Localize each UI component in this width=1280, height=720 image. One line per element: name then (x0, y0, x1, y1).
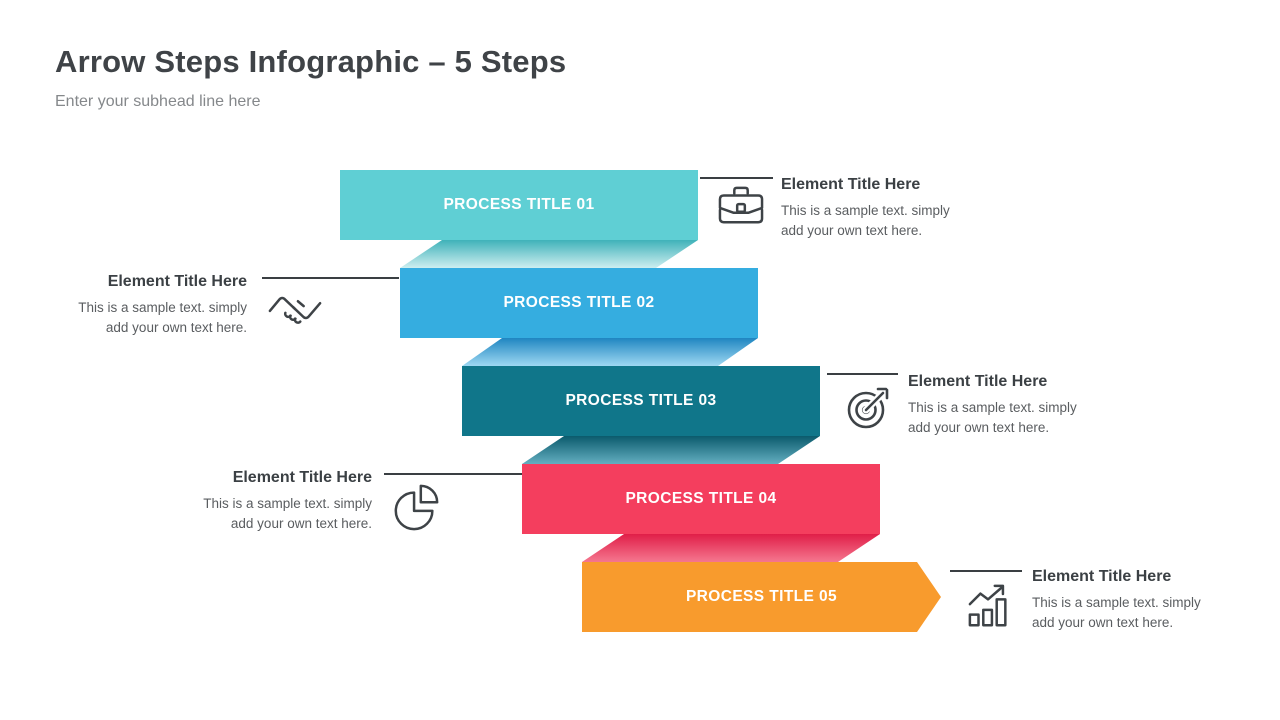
fold-ribbon-4 (582, 534, 880, 562)
fold-ribbon-2 (462, 338, 758, 366)
annotation-body: This is a sample text. simply add your o… (781, 201, 991, 241)
briefcase-icon (715, 184, 767, 233)
process-bar-3: PROCESS TITLE 03 (462, 366, 820, 436)
annotation-body-line1: This is a sample text. simply (1032, 595, 1201, 610)
process-bar-4-label: PROCESS TITLE 04 (625, 490, 777, 507)
connector-line-1 (700, 177, 773, 179)
annotation-body: This is a sample text. simply add your o… (165, 494, 372, 534)
process-bar-4: PROCESS TITLE 04 (522, 464, 880, 534)
fold-ribbon-3 (522, 436, 820, 464)
step-annotation-3: Element Title Here This is a sample text… (820, 366, 1100, 456)
process-bar-1-label: PROCESS TITLE 01 (443, 196, 595, 213)
annotation-title: Element Title Here (1032, 568, 1172, 585)
annotation-title: Element Title Here (908, 373, 1048, 390)
annotation-body: This is a sample text. simply add your o… (1032, 593, 1242, 633)
handshake-icon (266, 286, 324, 337)
annotation-body-line2: add your own text here. (230, 516, 372, 531)
annotation-body-line2: add your own text here. (781, 223, 923, 238)
slide-title: Arrow Steps Infographic – 5 Steps (55, 44, 567, 79)
connector-line-3 (827, 373, 898, 375)
step-annotation-4: Element Title Here This is a sample text… (165, 462, 455, 552)
process-bar-2-label: PROCESS TITLE 02 (503, 294, 655, 311)
process-bar-5-label: PROCESS TITLE 05 (685, 588, 838, 605)
fold-ribbon-1 (400, 240, 698, 268)
process-bar-5-arrow: PROCESS TITLE 05 (582, 562, 941, 632)
connector-line-2 (262, 277, 399, 279)
annotation-body-line1: This is a sample text. simply (203, 496, 372, 511)
step-annotation-2: Element Title Here This is a sample text… (40, 266, 340, 356)
process-bar-3-label: PROCESS TITLE 03 (565, 392, 717, 409)
annotation-body-line1: This is a sample text. simply (908, 400, 1077, 415)
process-bar-1: PROCESS TITLE 01 (340, 170, 698, 240)
annotation-body-line2: add your own text here. (1032, 615, 1174, 630)
target-icon (842, 380, 896, 439)
annotation-body: This is a sample text. simply add your o… (40, 298, 247, 338)
annotation-title: Element Title Here (232, 469, 372, 486)
process-bar-2: PROCESS TITLE 02 (400, 268, 758, 338)
annotation-body-line1: This is a sample text. simply (78, 300, 247, 315)
growth-chart-icon (967, 584, 1013, 635)
step-annotation-5: Element Title Here This is a sample text… (940, 560, 1230, 650)
connector-line-5 (950, 570, 1022, 572)
annotation-body-line1: This is a sample text. simply (781, 203, 950, 218)
connector-line-4 (384, 473, 522, 475)
annotation-title: Element Title Here (107, 273, 247, 290)
step-annotation-1: Element Title Here This is a sample text… (700, 168, 980, 258)
slide-subtitle: Enter your subhead line here (55, 93, 261, 110)
annotation-body-line2: add your own text here. (105, 320, 247, 335)
pie-chart-icon (391, 481, 441, 538)
annotation-body-line2: add your own text here. (908, 420, 1050, 435)
annotation-title: Element Title Here (781, 176, 921, 193)
annotation-body: This is a sample text. simply add your o… (908, 398, 1118, 438)
